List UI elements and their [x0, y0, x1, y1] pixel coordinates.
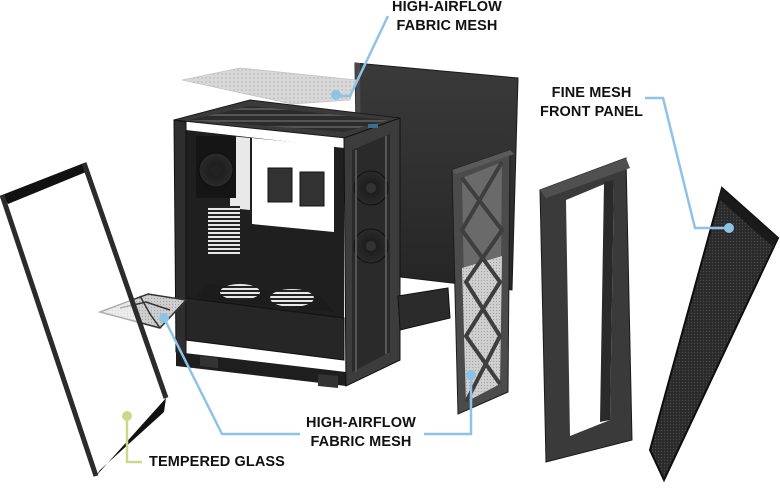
label-front-panel-line2: FRONT PANEL [540, 104, 644, 120]
chassis [173, 99, 401, 388]
callout-dot-top-mesh [331, 90, 341, 100]
label-top-mesh: HIGH-AIRFLOW FABRIC MESH [392, 0, 502, 36]
callout-dot-bottom-mesh-right [466, 370, 476, 380]
label-glass: TEMPERED GLASS [149, 453, 285, 472]
front-panel [648, 186, 780, 483]
front-bezel [539, 157, 633, 463]
top-mesh-filter [181, 67, 357, 105]
label-top-mesh-line1: HIGH-AIRFLOW [392, 0, 502, 15]
label-bottom-mesh: HIGH-AIRFLOW FABRIC MESH [306, 414, 416, 452]
label-top-mesh-line2: FABRIC MESH [396, 18, 498, 34]
label-bottom-mesh-line2: FABRIC MESH [310, 434, 412, 450]
hdd-bracket [397, 287, 451, 331]
tempered-glass-panel [0, 162, 169, 477]
callout-front-panel [645, 96, 728, 230]
label-glass-line1: TEMPERED GLASS [149, 454, 285, 470]
front-frame-mesh [451, 149, 514, 415]
label-front-panel-line1: FINE MESH [551, 85, 632, 101]
callout-dot-front-panel [724, 223, 734, 233]
callout-glass [125, 418, 142, 464]
label-front-panel: FINE MESH FRONT PANEL [540, 84, 643, 122]
callout-dot-bottom-mesh-left [159, 313, 169, 323]
callout-dot-glass [122, 411, 132, 421]
callout-bottom-mesh [162, 317, 473, 436]
label-bottom-mesh-line1: HIGH-AIRFLOW [306, 415, 416, 431]
